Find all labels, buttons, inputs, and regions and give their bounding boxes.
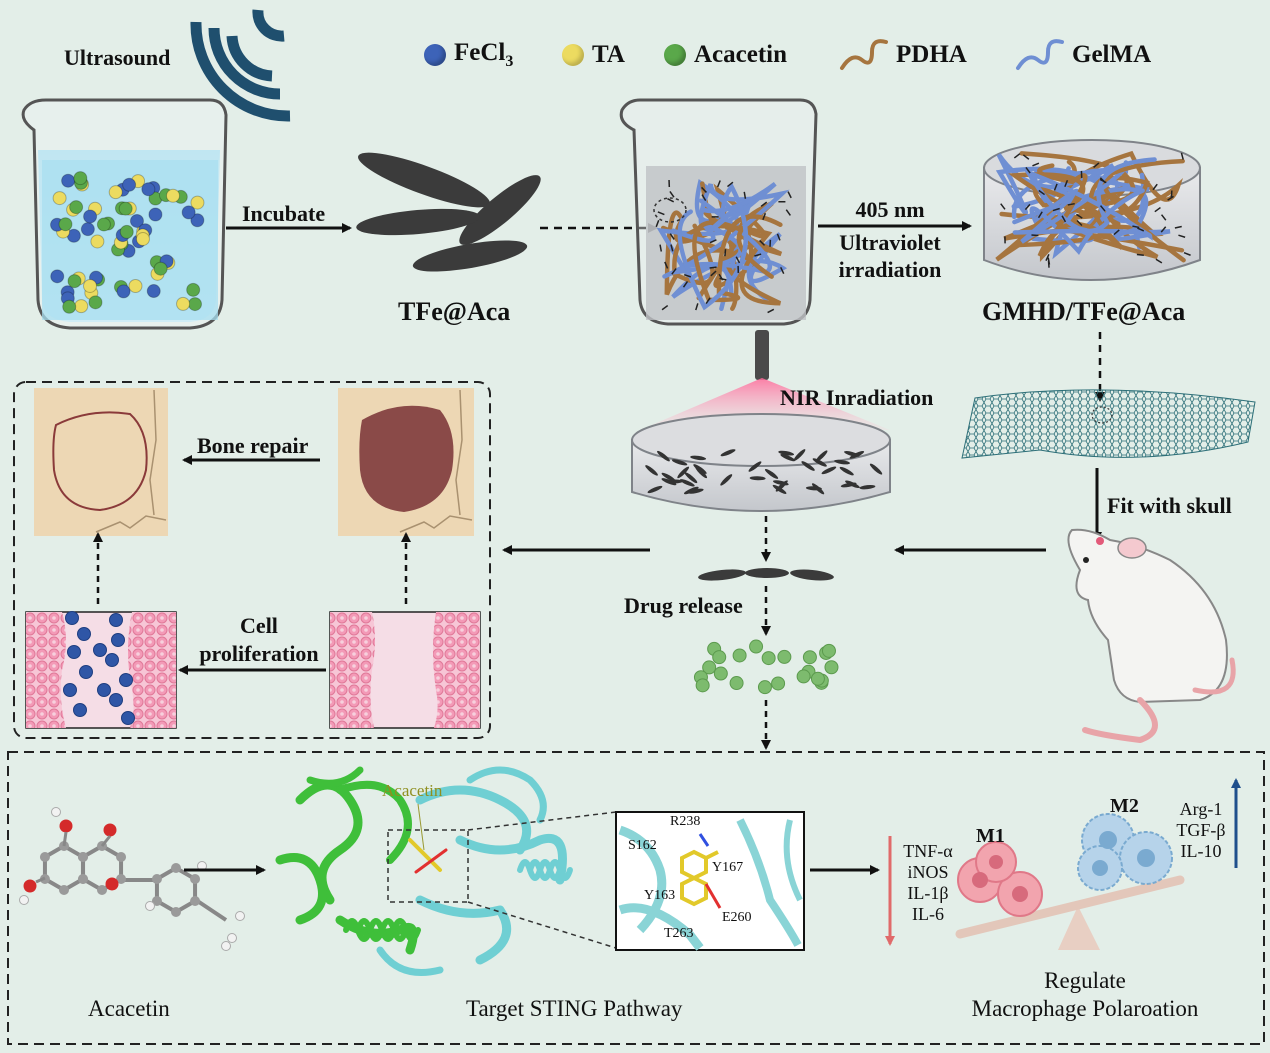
legend-fecl3-label: FeCl3: [454, 39, 514, 70]
polarization-seesaw: [955, 875, 1185, 950]
regulate-line1: Regulate: [1044, 968, 1126, 993]
uv-label-line1: Ultraviolet: [839, 230, 941, 255]
fecl3-dot-icon: [424, 44, 446, 66]
bone-defect-panel: [338, 388, 474, 536]
hydrogel-mesh: [961, 389, 1256, 459]
m2-marker-3: IL-10: [1180, 841, 1222, 861]
uv-label-line2: irradiation: [838, 257, 942, 282]
residue-s162: S162: [628, 838, 657, 853]
rat-illustration: [1067, 528, 1236, 744]
ultrasound-label: Ultrasound: [64, 45, 171, 70]
target-caption: Target STING Pathway: [466, 996, 683, 1021]
tfe-aca-nanorods: [356, 152, 541, 272]
mechanism-box: [7, 751, 1265, 1045]
acacetin-ligand-label: Acacetin: [382, 781, 443, 800]
pdha-strand-icon: [840, 39, 888, 70]
m1-marker-3: IL-1β: [907, 883, 949, 903]
acacetin-caption: Acacetin: [88, 996, 170, 1021]
bone-repair-box: [13, 381, 491, 739]
legend-ta-label: TA: [592, 41, 625, 68]
m2-marker-1: Arg-1: [1179, 799, 1223, 819]
tfe-aca-label: TFe@Aca: [398, 297, 511, 326]
residue-e260: E260: [722, 910, 752, 925]
released-rods: [698, 568, 834, 581]
residue-r238: R238: [670, 814, 701, 829]
m1-marker-1: TNF-α: [903, 841, 953, 861]
precursor-beaker: [21, 98, 228, 330]
legend-ta: TA: [562, 38, 625, 72]
legend-pdha-label: PDHA: [896, 41, 967, 68]
residue-t263: T263: [664, 926, 694, 941]
m2-label: M2: [1110, 795, 1139, 817]
residue-y163: Y163: [644, 888, 676, 903]
gelma-strand-icon: [1016, 39, 1064, 70]
acacetin-dot-icon: [664, 44, 686, 66]
legend-fecl3: FeCl3: [424, 38, 513, 72]
gmhd-label: GMHD/TFe@Aca: [982, 297, 1186, 326]
cell-label-line1: Cell: [240, 613, 278, 638]
sting-protein: [275, 766, 573, 976]
cell-proliferation-panel: [25, 611, 177, 729]
legend-acacetin: Acacetin: [664, 38, 787, 72]
legend-acacetin-label: Acacetin: [694, 41, 788, 68]
cell-label-line2: proliferation: [199, 641, 319, 666]
binding-pocket-zoom: [615, 811, 805, 951]
regulate-line2: Macrophage Polaroation: [971, 996, 1199, 1021]
legend-pdha: PDHA: [896, 38, 967, 72]
ta-dot-icon: [562, 44, 584, 66]
m2-marker-2: TGF-β: [1176, 820, 1226, 840]
drug-release-label: Drug release: [624, 593, 743, 618]
ultrasound-icon: [190, 9, 291, 122]
binding-site-box: [387, 829, 469, 903]
m2-macrophages: [1077, 813, 1173, 891]
m1-macrophages: [957, 841, 1043, 917]
fit-skull-label: Fit with skull: [1107, 493, 1232, 518]
bone-repair-label: Bone repair: [197, 433, 309, 458]
mixing-beaker: [619, 98, 818, 326]
hydrogel-dish: [983, 139, 1201, 281]
m1-marker-4: IL-6: [912, 904, 944, 924]
legend-gelma: GelMA: [1072, 38, 1151, 72]
m1-marker-2: iNOS: [907, 862, 949, 882]
nir-dish: [631, 413, 891, 512]
repaired-bone-panel: [34, 388, 168, 536]
cell-wound-panel: [329, 611, 481, 729]
nir-label: NIR Inradiation: [780, 385, 934, 410]
wavelength-label: 405 nm: [855, 197, 925, 222]
legend-gelma-label: GelMA: [1072, 41, 1152, 68]
acacetin-molecule: [19, 807, 245, 951]
released-acacetin: [693, 639, 839, 695]
residue-y167: Y167: [712, 860, 744, 875]
incubate-label: Incubate: [242, 201, 326, 226]
m1-label: M1: [976, 825, 1005, 847]
